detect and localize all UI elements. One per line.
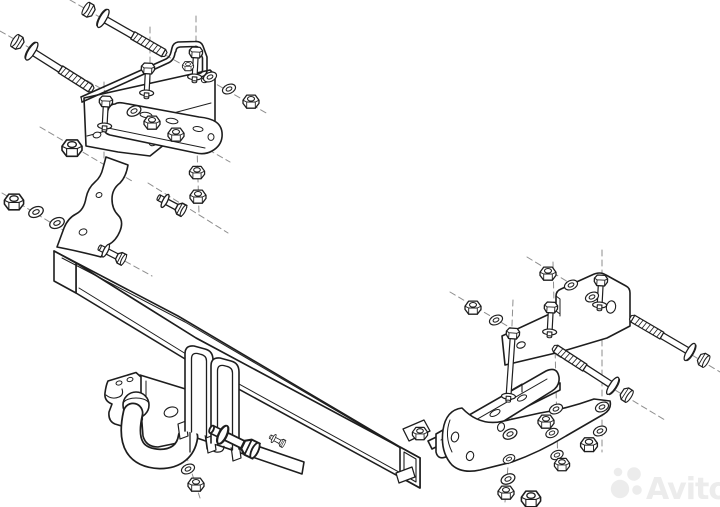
assembly-guide-line	[185, 454, 201, 499]
hex-nut	[181, 61, 195, 72]
flat-washer	[487, 312, 505, 328]
avito-wordmark: Avito	[646, 472, 720, 507]
hex-nut	[189, 189, 207, 204]
flange-bolt	[138, 62, 156, 100]
hex-nut	[464, 300, 482, 315]
hex-nut	[187, 477, 205, 492]
avito-logo-icon	[632, 485, 642, 495]
hex-nut	[3, 193, 25, 211]
hex-bolt-long	[78, 0, 172, 64]
hex-nut	[539, 266, 557, 281]
hex-bolt-short	[153, 189, 190, 219]
hex-nut	[537, 414, 555, 429]
assembly-guide-line	[39, 126, 133, 182]
flat-washer	[179, 461, 197, 477]
left-side-plate	[56, 156, 129, 258]
assembly-guide-line	[196, 145, 200, 215]
avito-logo-icon	[610, 479, 630, 499]
hex-nut	[61, 139, 83, 158]
hex-bolt-long	[624, 308, 714, 372]
hex-nut	[579, 437, 599, 453]
hex-bolt-long	[547, 338, 637, 407]
avito-logo-icon	[613, 467, 623, 477]
hex-nut	[143, 115, 161, 130]
hex-nut	[553, 457, 571, 472]
hex-bolt-short	[267, 431, 288, 449]
hex-nut	[188, 165, 206, 180]
hex-bolt-long	[6, 30, 99, 100]
hex-nut	[520, 490, 542, 507]
flat-washer	[591, 423, 609, 439]
hex-nut	[411, 426, 429, 441]
flat-washer	[26, 203, 46, 221]
assembly-guide-line	[147, 182, 229, 234]
main-crossbar-beam	[53, 250, 421, 489]
flat-washer	[220, 81, 238, 97]
avito-logo-icon	[627, 467, 641, 481]
hex-nut	[242, 94, 260, 109]
flat-washer	[498, 471, 518, 487]
hex-nut	[497, 485, 515, 500]
hex-nut	[167, 127, 185, 142]
right-side-plate	[441, 398, 612, 472]
watermark: Avito	[610, 467, 720, 507]
